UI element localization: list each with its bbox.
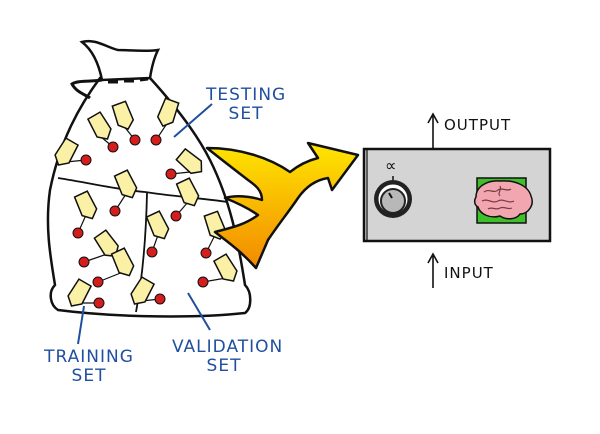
label-tag-icon: [54, 137, 80, 166]
input-label: INPUT: [444, 264, 494, 282]
label-tag-icon: [111, 100, 135, 131]
testing-leader-line: [173, 103, 213, 138]
tag-bead: [78, 256, 90, 268]
tag-bead: [107, 141, 119, 153]
tag-bead: [165, 168, 177, 180]
tag-group: [54, 97, 238, 309]
validation-label-line1: VALIDATION: [172, 337, 284, 357]
tag-bead: [92, 276, 104, 288]
bag-tie: [70, 78, 103, 100]
label-tag-icon: [175, 177, 200, 207]
bag-top: [79, 39, 161, 82]
tag-bead: [200, 247, 212, 259]
tag-bead: [170, 210, 182, 222]
training-label-line1: TRAINING: [44, 347, 134, 367]
divider-testing: [57, 177, 229, 203]
label-tag-icon: [110, 247, 135, 277]
output-label: OUTPUT: [444, 116, 512, 134]
alpha-symbol: ∝: [385, 156, 398, 175]
merge-arrow: [205, 141, 360, 270]
label-tag-icon: [86, 111, 112, 140]
tag-bead: [146, 246, 158, 258]
label-tag-icon: [113, 169, 138, 199]
alpha-knob: [374, 176, 412, 218]
dataset-bag: [46, 39, 252, 318]
label-tag-icon: [212, 253, 238, 282]
tag-bead: [93, 297, 105, 309]
label-tag-icon: [145, 210, 170, 240]
label-tag-icon: [156, 97, 180, 128]
tag-bead: [80, 154, 92, 166]
output-arrow: [427, 112, 439, 148]
tag-bead: [72, 227, 84, 239]
validation-label-line2: SET: [206, 356, 242, 376]
brain-icon: [473, 177, 533, 224]
tag-bead: [109, 205, 121, 217]
validation-leader-line: [187, 292, 211, 331]
testing-set-label: TESTING SET: [206, 86, 286, 124]
tag-bead: [197, 276, 209, 288]
input-arrow: [427, 252, 439, 288]
tag-bead: [154, 293, 166, 305]
validation-set-label: VALIDATION SET: [172, 337, 284, 376]
label-tag-icon: [175, 147, 203, 175]
tag-bead: [129, 134, 141, 146]
label-tag-icon: [130, 276, 156, 305]
testing-label-line2: SET: [228, 104, 264, 124]
bag-drawstring: [108, 77, 149, 84]
training-leader-line: [77, 305, 85, 345]
label-tag-icon: [67, 278, 93, 307]
label-tag-icon: [73, 190, 98, 220]
training-label-line2: SET: [71, 366, 107, 386]
testing-label-line1: TESTING: [206, 85, 287, 105]
tag-bead: [150, 134, 162, 146]
training-set-label: TRAINING SET: [44, 348, 134, 386]
model-box: [362, 112, 552, 288]
